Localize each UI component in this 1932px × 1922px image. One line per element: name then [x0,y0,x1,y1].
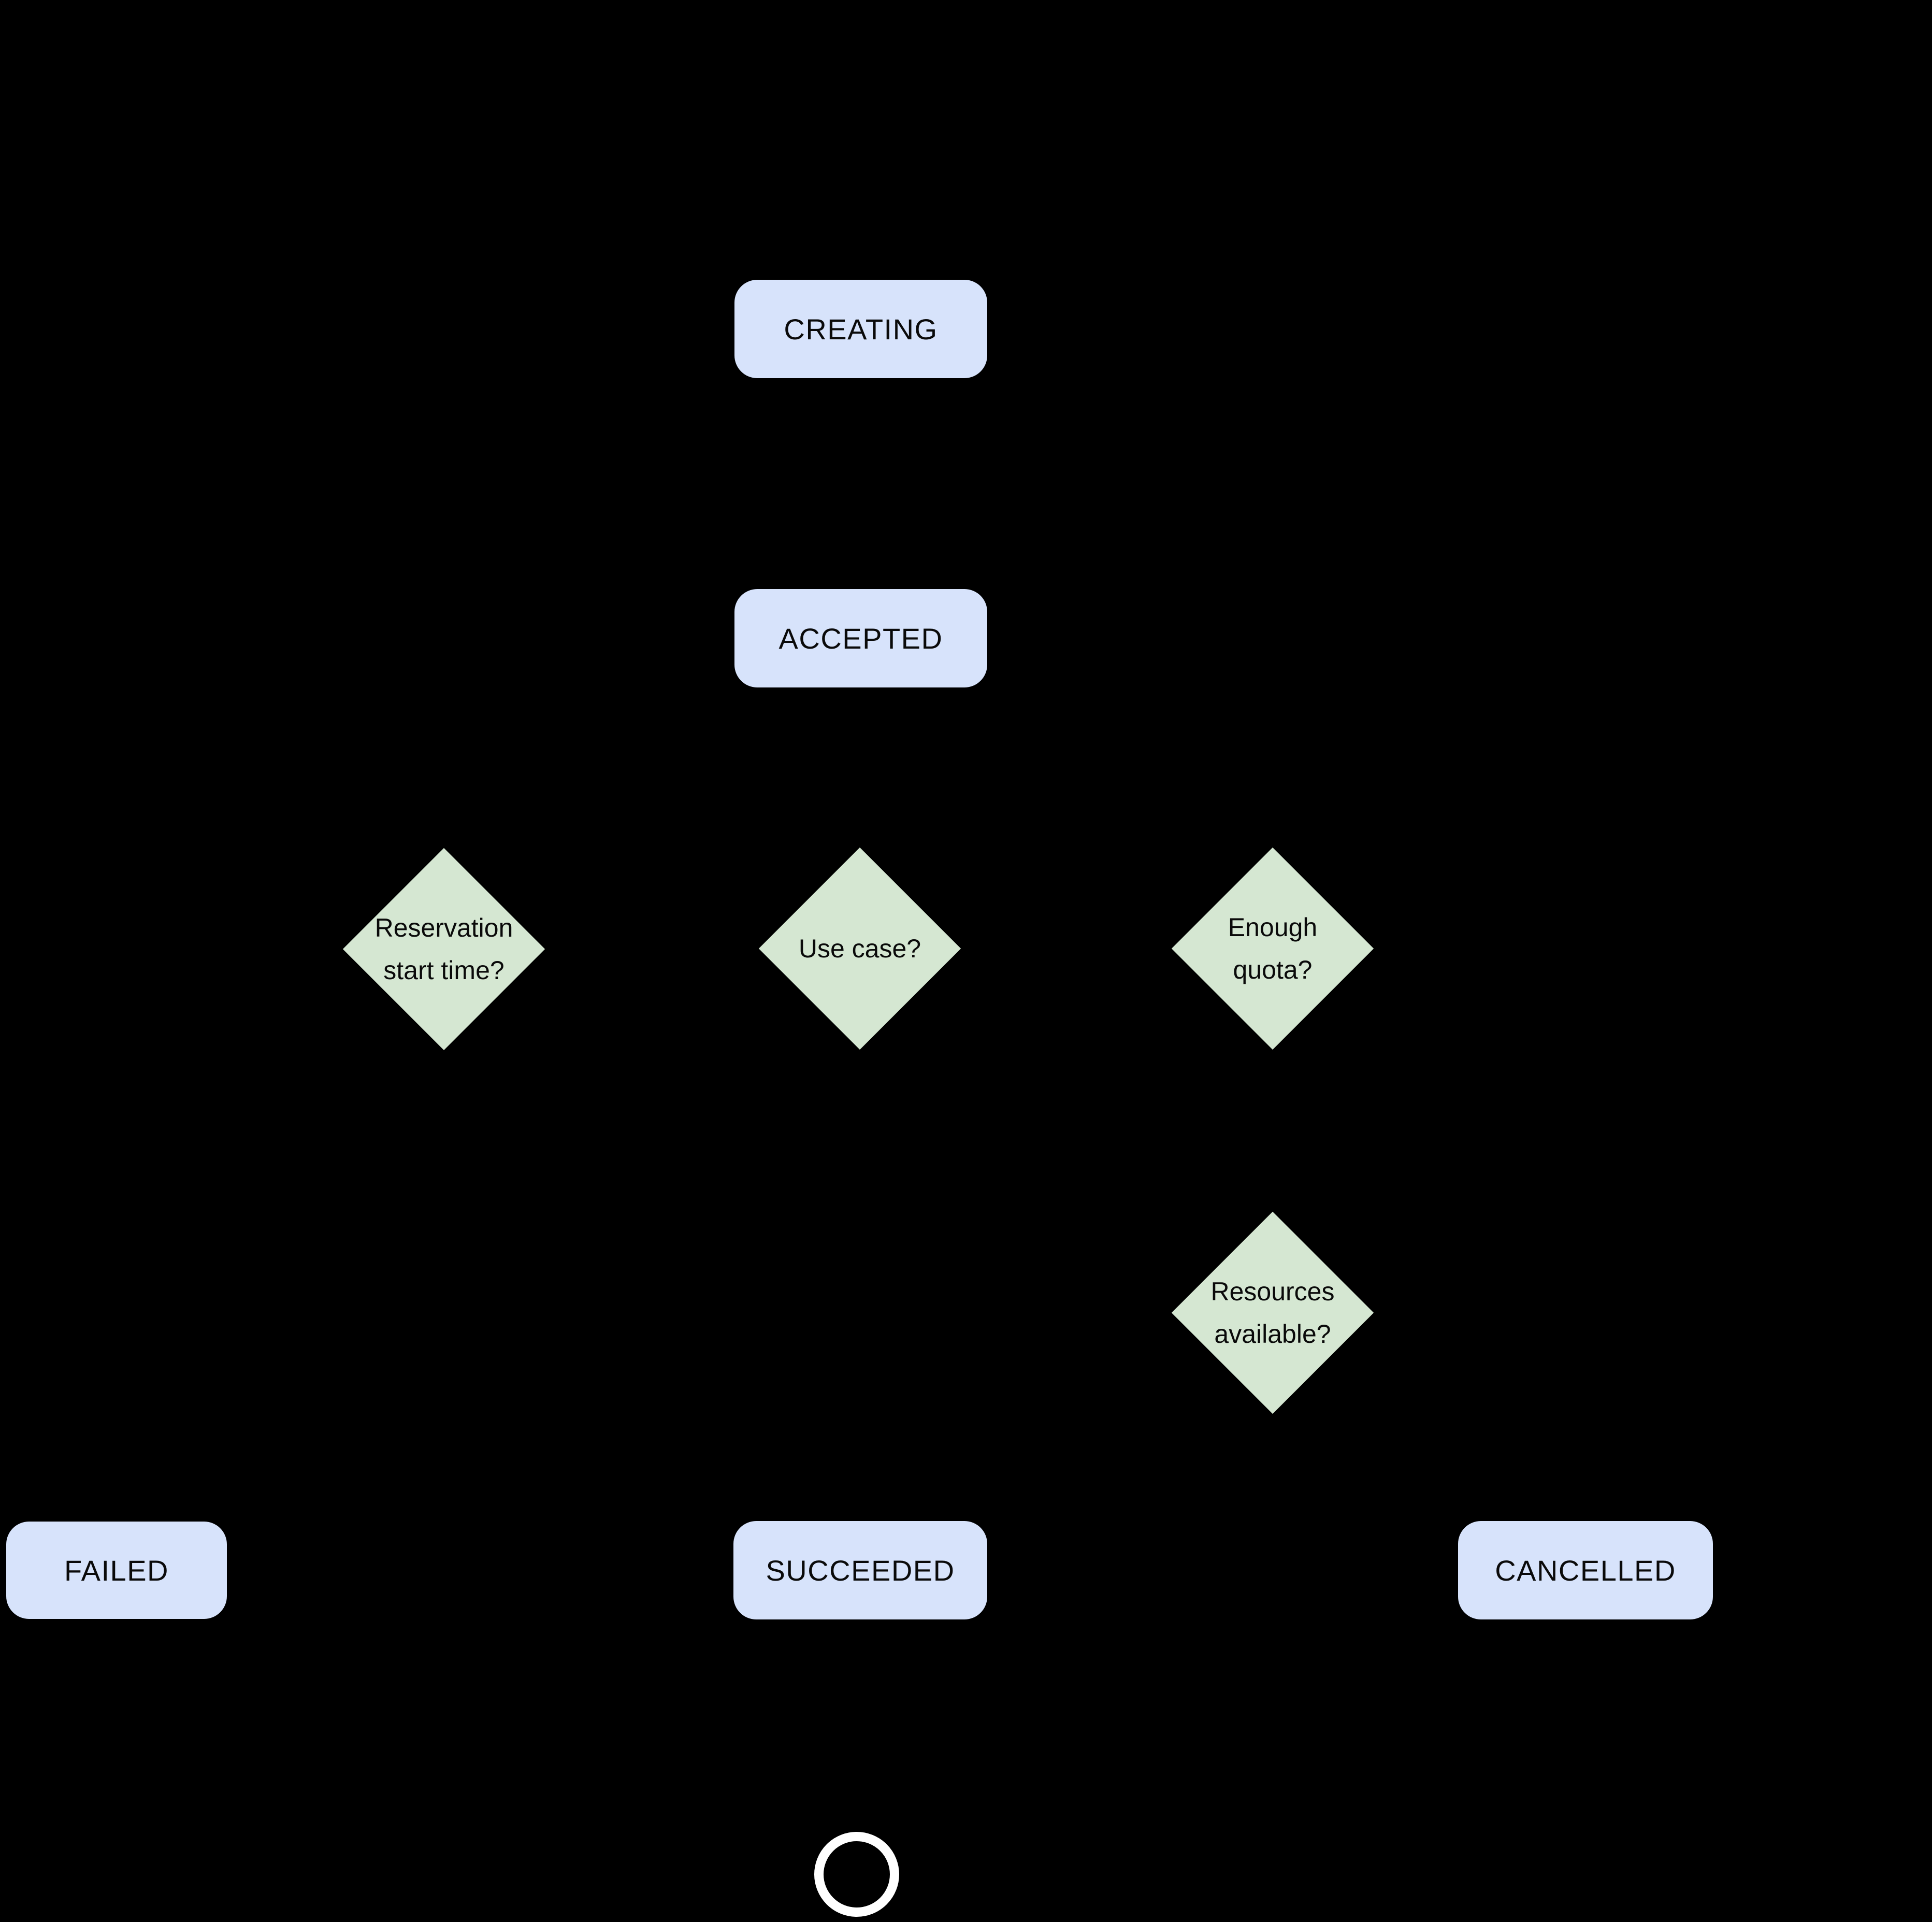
decision-reservation-start-time-label: Reservation start time? [374,913,513,985]
decision-resources-available-label: Resources available? [1210,1276,1335,1349]
decision-enough-quota: Enough quota? [1171,847,1374,1050]
state-cancelled: CANCELLED [1458,1521,1713,1619]
state-accepted-label: ACCEPTED [778,622,943,655]
end-state-icon [814,1832,899,1917]
state-succeeded-label: SUCCEEDED [766,1554,955,1587]
state-failed: FAILED [6,1522,227,1619]
state-succeeded: SUCCEEDED [733,1521,987,1619]
decision-enough-quota-label: Enough quota? [1228,912,1318,985]
state-creating-label: CREATING [784,312,938,346]
decision-resources-available: Resources available? [1171,1211,1375,1415]
state-accepted: ACCEPTED [734,589,987,687]
state-cancelled-label: CANCELLED [1495,1554,1676,1587]
state-failed-label: FAILED [64,1554,169,1587]
decision-reservation-start-time: Reservation start time? [342,848,545,1051]
state-creating: CREATING [734,280,987,378]
decision-use-case-label: Use case? [798,934,921,963]
decision-use-case: Use case? [758,847,961,1050]
